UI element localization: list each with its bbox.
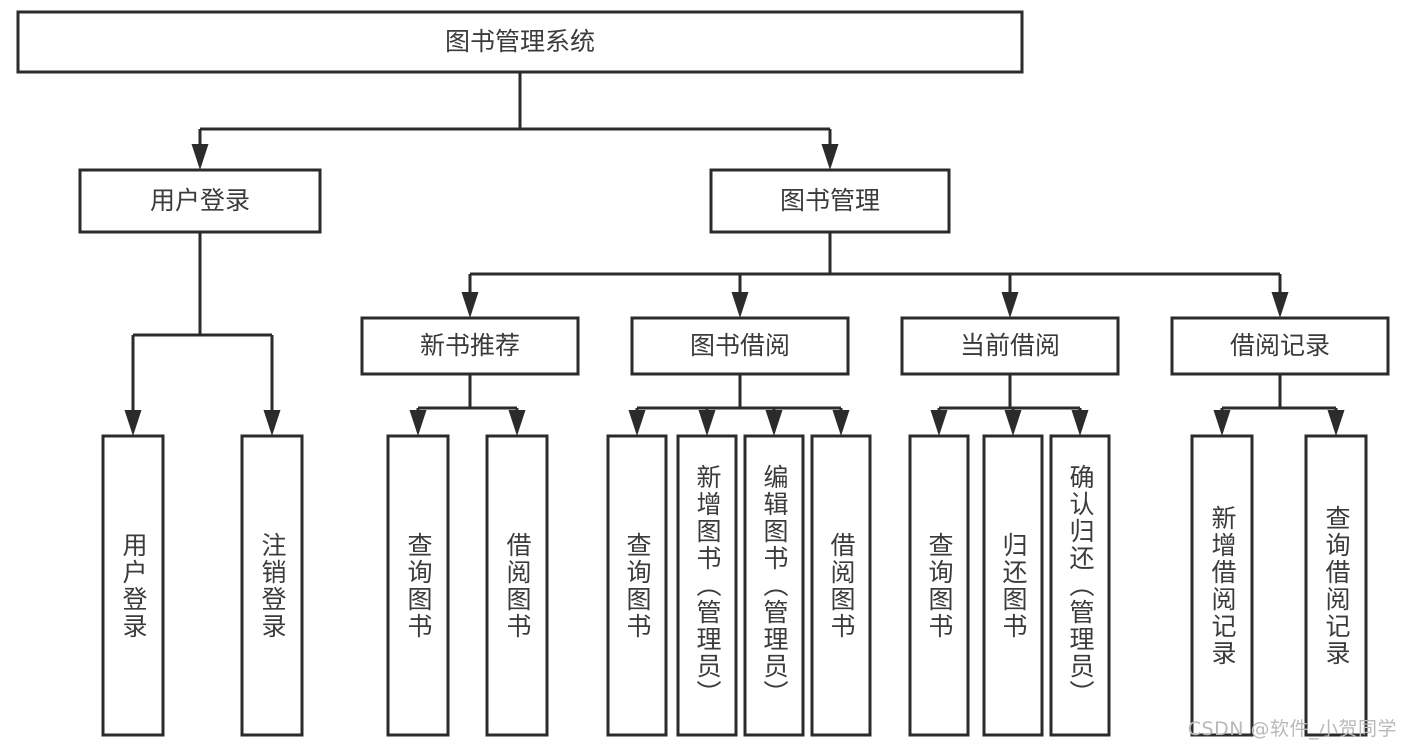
node-leaf-query-record-box[interactable] (1304, 434, 1368, 737)
root-title-box[interactable] (16, 10, 1024, 74)
book-borrow-leaf-arrow-1-head (698, 410, 716, 436)
current-borrow-leaf-arrow-2-head (1071, 410, 1089, 436)
node-new-book-recommend-label: 新书推荐 (420, 331, 520, 360)
node-user-login-box[interactable] (78, 168, 322, 234)
node-leaf-query-book-3-box[interactable] (908, 434, 970, 737)
level3-arrow-3-head (1271, 292, 1289, 318)
node-leaf-add-book-box[interactable] (676, 434, 738, 737)
user-login-leaf-arrow-1-head (263, 410, 281, 436)
level3-arrow-0-head (461, 292, 479, 318)
current-borrow-leaf-arrow-0-head (930, 410, 948, 436)
node-borrow-record-box[interactable] (1170, 316, 1390, 376)
node-leaf-borrow-book-1-box[interactable] (485, 434, 549, 737)
connectors-layer (124, 72, 1345, 436)
root-title-label: 图书管理系统 (445, 27, 595, 56)
node-new-book-recommend-box[interactable] (360, 316, 580, 376)
level2-arrow-0-head (191, 144, 209, 170)
new-book-recommend-leaf-arrow-1-head (508, 410, 526, 436)
node-leaf-borrow-book-2-box[interactable] (810, 434, 872, 737)
level3-arrow-2-head (1001, 292, 1019, 318)
book-borrow-leaf-arrow-2-head (765, 410, 783, 436)
book-borrow-leaf-arrow-0-head (628, 410, 646, 436)
level2-arrow-1-head (821, 144, 839, 170)
node-borrow-record-label: 借阅记录 (1230, 331, 1330, 360)
borrow-record-leaf-arrow-1-head (1327, 410, 1345, 436)
node-current-borrow-label: 当前借阅 (960, 331, 1060, 360)
node-leaf-return-book-box[interactable] (982, 434, 1044, 737)
node-leaf-confirm-return-box[interactable] (1049, 434, 1111, 737)
node-leaf-user-login-box[interactable] (101, 434, 165, 737)
book-borrow-leaf-arrow-3-head (832, 410, 850, 436)
node-book-management-label: 图书管理 (780, 186, 880, 215)
node-book-borrow-box[interactable] (630, 316, 850, 376)
node-leaf-logout-box[interactable] (240, 434, 304, 737)
node-book-borrow-label: 图书借阅 (690, 331, 790, 360)
borrow-record-leaf-arrow-0-head (1213, 410, 1231, 436)
node-leaf-add-record-box[interactable] (1190, 434, 1254, 737)
boxes-layer (16, 10, 1390, 737)
node-leaf-query-book-1-box[interactable] (386, 434, 450, 737)
node-book-management-box[interactable] (709, 168, 951, 234)
user-login-leaf-arrow-0-head (124, 410, 142, 436)
node-leaf-query-book-2-box[interactable] (606, 434, 668, 737)
node-leaf-edit-book-box[interactable] (743, 434, 805, 737)
new-book-recommend-leaf-arrow-0-head (409, 410, 427, 436)
level3-arrow-1-head (731, 292, 749, 318)
node-current-borrow-box[interactable] (900, 316, 1120, 376)
current-borrow-leaf-arrow-1-head (1004, 410, 1022, 436)
node-user-login-label: 用户登录 (150, 186, 250, 215)
